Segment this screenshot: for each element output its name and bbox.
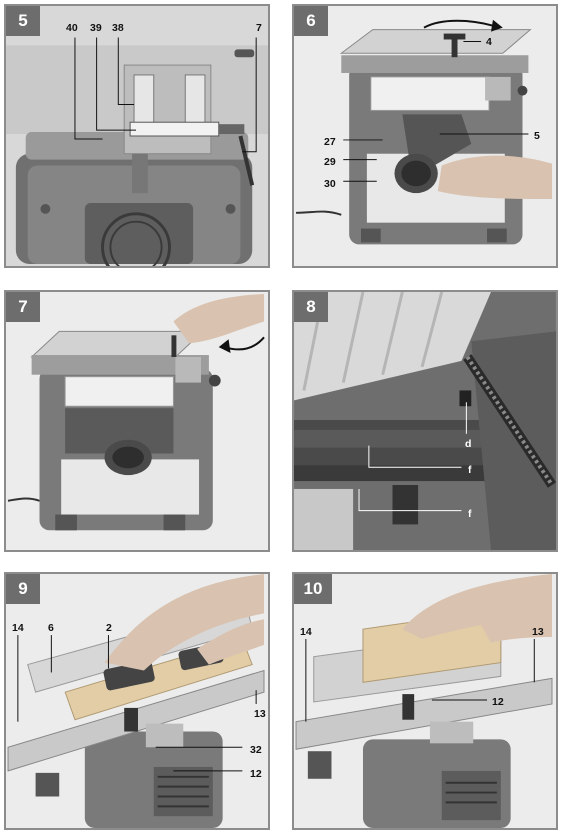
callout-label-14: 14 <box>300 626 312 638</box>
callout-label-f-lower: f <box>468 508 472 520</box>
panel-number: 9 <box>6 574 40 604</box>
callout-label-5: 5 <box>534 130 540 142</box>
callout-label-f-upper: f <box>468 464 472 476</box>
callout-label-d: d <box>465 438 472 450</box>
callout-label-32: 32 <box>250 744 262 756</box>
callout-label-29: 29 <box>324 156 336 168</box>
callout-label-38: 38 <box>112 22 124 34</box>
edge-planing-illustration <box>294 574 556 828</box>
cutter-block-illustration <box>294 292 556 550</box>
panel-number: 5 <box>6 6 40 36</box>
panel-number: 7 <box>6 292 40 322</box>
callout-label-13: 13 <box>254 708 266 720</box>
figure-panel-6: 6 4 27 5 29 30 <box>292 4 558 268</box>
callout-label-12: 12 <box>492 696 504 708</box>
surface-planing-illustration <box>6 574 268 828</box>
figure-panel-9: 9 14 6 2 13 32 12 <box>4 572 270 830</box>
planer-photo-illustration <box>6 6 268 266</box>
callout-label-30: 30 <box>324 178 336 190</box>
figure-panel-5: 5 40 39 38 7 <box>4 4 270 268</box>
figure-panel-8: 8 d f f <box>292 290 558 552</box>
callout-label-6: 6 <box>48 622 54 634</box>
callout-label-14: 14 <box>12 622 24 634</box>
callout-label-13: 13 <box>532 626 544 638</box>
callout-label-27: 27 <box>324 136 336 148</box>
callout-label-4: 4 <box>486 36 492 48</box>
figure-panel-7: 7 <box>4 290 270 552</box>
planer-photo-illustration <box>6 292 268 550</box>
callout-label-12: 12 <box>250 768 262 780</box>
callout-label-2: 2 <box>106 622 112 634</box>
panel-number: 10 <box>294 574 332 604</box>
callout-label-40: 40 <box>66 22 78 34</box>
planer-photo-illustration <box>294 6 556 266</box>
figure-panel-10: 10 14 13 12 <box>292 572 558 830</box>
callout-label-39: 39 <box>90 22 102 34</box>
callout-label-7: 7 <box>256 22 262 34</box>
panel-number: 6 <box>294 6 328 36</box>
panel-number: 8 <box>294 292 328 322</box>
